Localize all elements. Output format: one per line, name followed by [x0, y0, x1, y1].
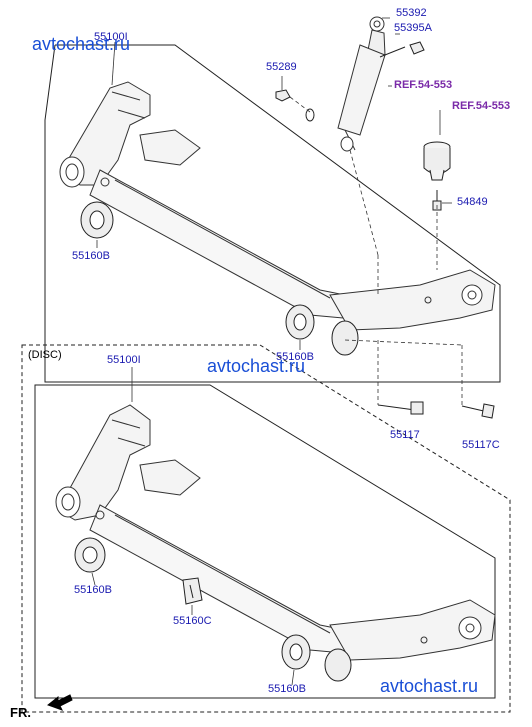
- disc-torsion-beam: [55, 404, 496, 661]
- part-label-beam-top[interactable]: 55100I: [94, 31, 128, 43]
- bushing-top-left: [80, 201, 114, 239]
- alignment-lines: [289, 96, 463, 406]
- watermark-bottom: avtochast.ru: [380, 676, 479, 696]
- part-label-shock-bolt[interactable]: 55395A: [394, 22, 432, 34]
- beam-bolt-c: [461, 403, 495, 419]
- front-direction-arrow-icon: [46, 694, 73, 711]
- part-label-beam-disc[interactable]: 55100I: [107, 354, 141, 366]
- strut-mount: [423, 141, 451, 181]
- bushing-disc-left: [74, 537, 106, 573]
- shock-top-bolt: [379, 41, 425, 58]
- part-label-beam-bolt-c[interactable]: 55117C: [462, 439, 500, 451]
- top-assembly-frame: [44, 44, 501, 383]
- front-orientation-label: FR.: [10, 705, 31, 720]
- disc-inner-frame: [34, 384, 496, 699]
- shock-absorber: [337, 16, 386, 152]
- part-label-shock-nut[interactable]: 55392: [396, 7, 427, 19]
- disc-assembly-frame: [21, 344, 511, 713]
- top-torsion-beam: [59, 81, 496, 331]
- bushing-top-right: [285, 304, 359, 356]
- bushing-disc-small: [182, 577, 203, 605]
- part-label-mount-bolt[interactable]: 54849: [457, 196, 488, 208]
- part-label-beam-bolt[interactable]: 55117: [390, 429, 420, 441]
- part-label-shock-washer[interactable]: 55289: [266, 61, 297, 73]
- bushing-disc-right: [281, 634, 352, 682]
- part-label-bushing-disc-left[interactable]: 55160B: [74, 584, 112, 596]
- ref-label-shock-absorber[interactable]: REF.54-553: [394, 79, 453, 91]
- leader-lines: [91, 17, 452, 686]
- shock-washer: [275, 89, 315, 122]
- beam-bolt: [377, 401, 424, 415]
- part-label-bushing-disc-small[interactable]: 55160C: [173, 615, 212, 627]
- part-label-bushing-disc-right[interactable]: 55160B: [268, 683, 306, 695]
- ref-label-strut-mount[interactable]: REF.54-553: [452, 100, 511, 112]
- watermark-top: avtochast.ru: [32, 34, 131, 54]
- watermark-middle: avtochast.ru: [207, 356, 306, 376]
- part-label-bushing-top-left[interactable]: 55160B: [72, 250, 110, 262]
- part-label-bushing-top-right[interactable]: 55160B: [276, 351, 314, 363]
- variant-label-disc: (DISC): [28, 349, 62, 361]
